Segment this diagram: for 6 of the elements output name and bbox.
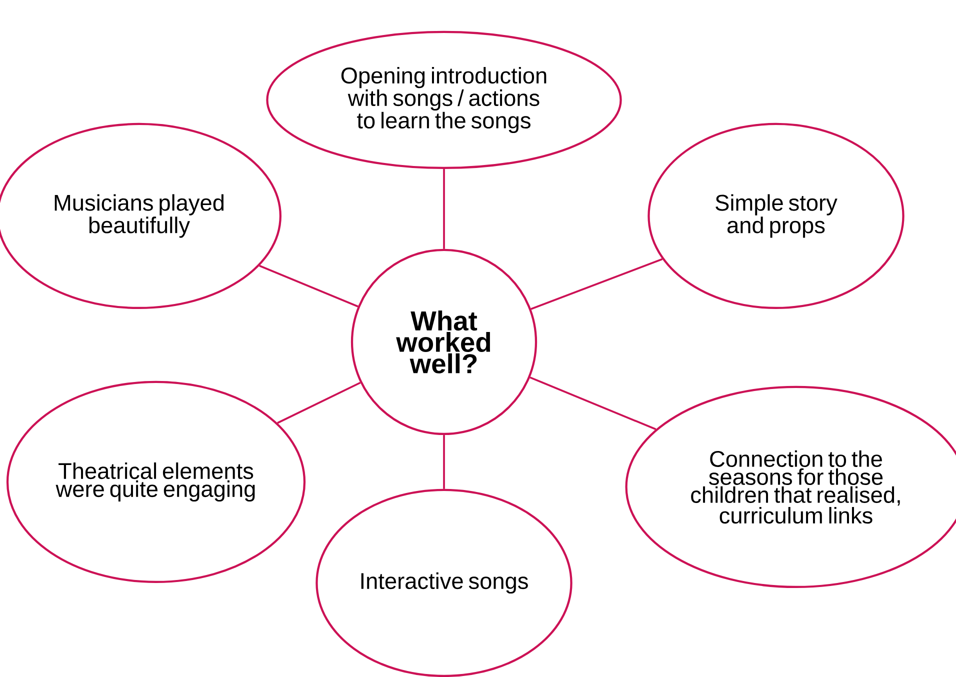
connector-line: [277, 382, 361, 424]
connector-line: [259, 264, 358, 308]
connector-line: [443, 435, 445, 489]
connector-line: [530, 376, 656, 430]
connector-line: [530, 258, 663, 310]
connector-line: [443, 169, 445, 249]
